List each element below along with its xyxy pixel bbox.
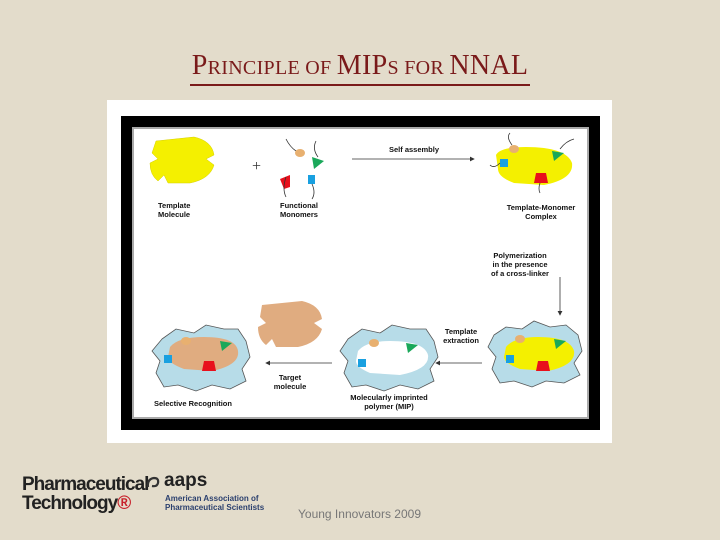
- aaps-logo-word: aaps: [164, 470, 208, 491]
- label-mip: Molecularly imprinted polymer (MIP): [350, 393, 428, 411]
- label-template-extraction: Template extraction: [443, 327, 479, 345]
- selective-recognition-shape: [151, 324, 251, 392]
- polymer-with-template-shape: [487, 320, 583, 388]
- diagram-frame: +: [121, 116, 600, 430]
- pharm-logo-line1: Pharmaceutical: [22, 474, 149, 495]
- pharm-logo-line2: Technology®: [22, 493, 131, 515]
- title-part3-big: NNAL: [449, 50, 529, 81]
- pharm-logo-registered: ®: [117, 493, 131, 514]
- label-template-monomer-complex: Template-Monomer Complex: [506, 203, 576, 221]
- title-part1-small: RINCIPLE OF: [207, 57, 337, 79]
- diagram-panel: +: [107, 100, 612, 443]
- title-part2-small: S FOR: [387, 57, 450, 79]
- label-self-assembly: Self assembly: [388, 145, 440, 154]
- functional-monomers-shape: [280, 138, 324, 200]
- mip-diagram: +: [149, 132, 583, 392]
- template-monomer-complex-shape: [489, 132, 575, 194]
- title-part2-big: MIP: [336, 50, 388, 81]
- label-template-molecule: Template Molecule: [158, 201, 191, 219]
- mip-shape: [339, 324, 439, 392]
- label-selective-recognition: Selective Recognition: [154, 399, 232, 408]
- template-molecule-shape: [149, 136, 215, 184]
- pharm-logo-technology: Technology: [22, 493, 118, 514]
- label-functional-monomers: Functional Monomers: [280, 201, 318, 219]
- aaps-logo-subtitle: American Association of Pharmaceutical S…: [165, 494, 265, 512]
- target-molecule-shape: [258, 301, 322, 347]
- label-target-molecule: Target molecule: [273, 373, 307, 391]
- slide-title: PRINCIPLE OF MIPS FOR NNAL: [0, 50, 720, 86]
- plus-sign: +: [252, 158, 261, 175]
- footer-text: Young Innovators 2009: [298, 507, 421, 521]
- aaps-swirl-icon: [145, 474, 161, 497]
- title-part1-big: P: [191, 50, 208, 81]
- diagram-canvas: +: [132, 127, 589, 419]
- label-polymerization: Polymerization in the presence of a cros…: [491, 251, 549, 278]
